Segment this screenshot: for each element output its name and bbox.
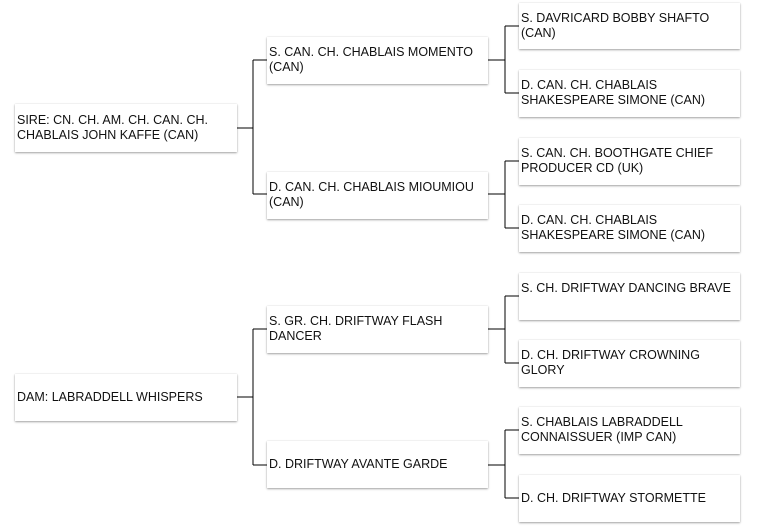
ds-sire-box: S. CH. DRIFTWAY DANCING BRAVE — [519, 273, 740, 320]
dam-dam-label: D. DRIFTWAY AVANTE GARDE — [269, 457, 448, 471]
ds-dam-box: D. CH. DRIFTWAY CROWNING GLORY — [519, 340, 740, 387]
dd-sire-box: S. CHABLAIS LABRADDELL CONNAISSUER (IMP … — [519, 407, 740, 454]
dam-sire-box: S. GR. CH. DRIFTWAY FLASH DANCER — [267, 306, 488, 353]
dd-sire-label: S. CHABLAIS LABRADDELL CONNAISSUER (IMP … — [521, 415, 683, 444]
dam-dam-box: D. DRIFTWAY AVANTE GARDE — [267, 441, 488, 488]
sire-dam-label: D. CAN. CH. CHABLAIS MIOUMIOU (CAN) — [269, 180, 474, 209]
sire-label: SIRE: CN. CH. AM. CH. CAN. CH. CHABLAIS … — [17, 113, 208, 142]
dam-sire-label: S. GR. CH. DRIFTWAY FLASH DANCER — [269, 314, 443, 343]
sd-sire-box: S. CAN. CH. BOOTHGATE CHIEF PRODUCER CD … — [519, 138, 740, 185]
sd-dam-box: D. CAN. CH. CHABLAIS SHAKESPEARE SIMONE … — [519, 205, 740, 252]
ss-dam-box: D. CAN. CH. CHABLAIS SHAKESPEARE SIMONE … — [519, 70, 740, 117]
ds-sire-label: S. CH. DRIFTWAY DANCING BRAVE — [521, 281, 731, 295]
ss-dam-label: D. CAN. CH. CHABLAIS SHAKESPEARE SIMONE … — [521, 78, 706, 107]
sd-sire-label: S. CAN. CH. BOOTHGATE CHIEF PRODUCER CD … — [521, 146, 714, 175]
ss-sire-label: S. DAVRICARD BOBBY SHAFTO (CAN) — [521, 11, 710, 40]
sire-sire-label: S. CAN. CH. CHABLAIS MOMENTO (CAN) — [269, 45, 473, 74]
sire-dam-box: D. CAN. CH. CHABLAIS MIOUMIOU (CAN) — [267, 172, 488, 219]
dam-box: DAM: LABRADDELL WHISPERS — [15, 374, 237, 421]
dd-dam-label: D. CH. DRIFTWAY STORMETTE — [521, 491, 706, 505]
ss-sire-box: S. DAVRICARD BOBBY SHAFTO (CAN) — [519, 3, 740, 49]
dd-dam-box: D. CH. DRIFTWAY STORMETTE — [519, 475, 740, 522]
sire-box: SIRE: CN. CH. AM. CH. CAN. CH. CHABLAIS … — [15, 104, 237, 152]
dam-label: DAM: LABRADDELL WHISPERS — [17, 390, 203, 404]
sd-dam-label: D. CAN. CH. CHABLAIS SHAKESPEARE SIMONE … — [521, 213, 706, 242]
sire-sire-box: S. CAN. CH. CHABLAIS MOMENTO (CAN) — [267, 37, 488, 84]
ds-dam-label: D. CH. DRIFTWAY CROWNING GLORY — [521, 348, 700, 377]
